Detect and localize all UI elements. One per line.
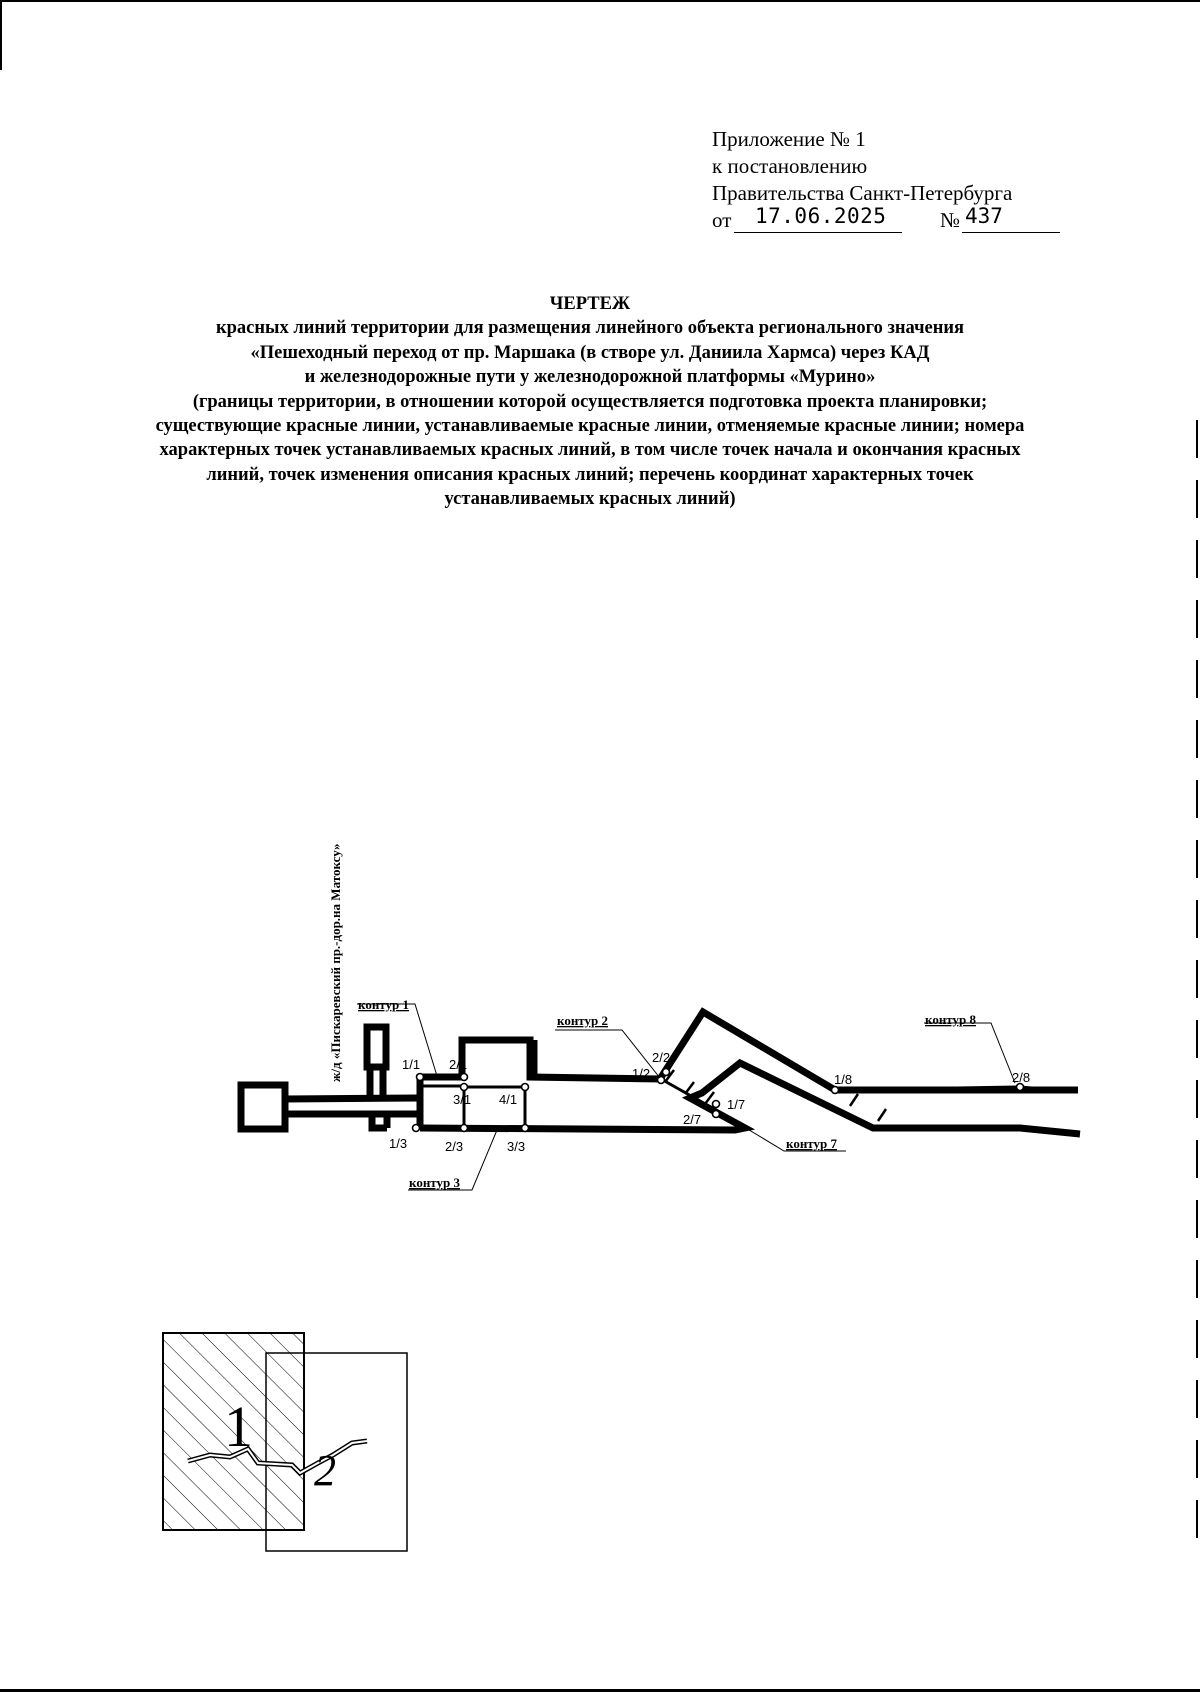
label-point-2-7: 2/7 — [683, 1112, 701, 1127]
cancelled-line-ticks — [664, 1069, 888, 1122]
inner-red-lines — [420, 1077, 1079, 1127]
point-3-1 — [459, 1082, 469, 1092]
sheet-1-number: 1 — [224, 1394, 253, 1459]
sheet-index-map: 1 2 — [162, 1332, 408, 1552]
title-line-7: линий, точек изменения описания красных … — [206, 464, 974, 485]
point-1-2 — [656, 1075, 666, 1085]
leader-contour1 — [357, 1003, 438, 1077]
label-point-1-1: 1/1 — [402, 1057, 420, 1072]
south-stub — [368, 1114, 387, 1132]
number-underline — [962, 207, 1060, 233]
document-title: ЧЕРТЕЖ красных линий территории для разм… — [60, 292, 1120, 512]
line-contour2 — [660, 1077, 717, 1112]
title-line-5: существующие красные линии, устанавливае… — [155, 416, 1025, 437]
leader-contour2 — [555, 1029, 661, 1079]
appendix-line-3: Правительства Санкт-Петербурга — [712, 181, 1013, 205]
point-4-1 — [520, 1082, 530, 1092]
characteristic-points — [411, 1067, 1025, 1133]
resolution-date: 17.06.2025 — [755, 204, 887, 228]
label-contour-1: контур 1 — [358, 997, 409, 1012]
appendix-date-row: от 17.06.2025 № 437 — [712, 204, 1062, 234]
territory-boundary — [237, 1007, 1081, 1138]
label-point-3-3: 3/3 — [507, 1139, 525, 1154]
appendix-line-1: Приложение № 1 — [712, 127, 866, 151]
title-line-6: характерных точек устанавливаемых красны… — [159, 440, 1021, 461]
railway-label: ж/д «Пискаревский пр.-дор.на Матоксу» — [328, 843, 343, 1082]
point-3-3 — [520, 1123, 530, 1133]
label-point-4-1: 4/1 — [499, 1092, 517, 1107]
label-contour-3: контур 3 — [409, 1175, 461, 1190]
title-line-8: устанавливаемых красных линий) — [444, 489, 736, 510]
tick — [876, 1108, 888, 1122]
leader-contour7 — [715, 1109, 846, 1152]
appendix-header: Приложение № 1 к постановлению Правитель… — [712, 126, 1062, 234]
point-2-1 — [459, 1072, 469, 1082]
scan-edge-right — [1196, 420, 1198, 1540]
label-contour-7: контур 7 — [786, 1136, 838, 1151]
tick — [848, 1093, 860, 1107]
label-point-1-8: 1/8 — [834, 1072, 852, 1087]
tick — [664, 1069, 675, 1083]
west-block — [237, 1081, 289, 1133]
label-point-2-1: 2/1 — [449, 1057, 467, 1072]
leader-contour8 — [924, 1022, 1016, 1084]
point-2-3 — [459, 1123, 469, 1133]
label-point-1-7: 1/7 — [727, 1097, 745, 1112]
label-contour-2: контур 2 — [557, 1013, 608, 1028]
label-contour-8: контур 8 — [925, 1012, 977, 1027]
west-corridor-top — [284, 1094, 420, 1103]
north-boundary — [420, 1007, 1078, 1094]
date-prefix: от — [712, 208, 732, 232]
label-point-1-3: 1/3 — [389, 1136, 407, 1151]
point-2-8 — [1015, 1082, 1025, 1092]
sheet-index-route-inner — [187, 1440, 368, 1475]
sheet-2-frame — [265, 1352, 408, 1552]
title-line-3: и железнодорожные пути у железнодорожной… — [304, 367, 876, 388]
appendix-line-2: к постановлению — [712, 154, 868, 178]
title-line-1: красных линий территории для размещения … — [215, 318, 965, 339]
point-1-1 — [415, 1072, 425, 1082]
point-1-3 — [411, 1123, 421, 1133]
resolution-number: 437 — [965, 204, 1003, 228]
label-point-3-1: 3/1 — [453, 1092, 471, 1107]
label-point-2-3: 2/3 — [445, 1139, 463, 1154]
label-point-2-8: 2/8 — [1012, 1070, 1030, 1085]
date-underline — [734, 207, 902, 233]
title-line-2: «Пешеходный переход от пр. Маршака (в ст… — [250, 342, 930, 363]
leader-lines — [357, 1003, 1016, 1191]
title-line-4: (границы территории, в отношении которой… — [192, 391, 988, 412]
point-1-7 — [711, 1099, 721, 1109]
leader-contour3 — [408, 1129, 498, 1191]
title-heading: ЧЕРТЕЖ — [549, 294, 631, 314]
tick — [704, 1091, 715, 1105]
north-block — [363, 1023, 390, 1071]
tick — [684, 1081, 695, 1095]
label-point-1-2: 1/2 — [632, 1066, 650, 1081]
sheet-2-number: 2 — [314, 1446, 336, 1495]
point-2-2 — [661, 1067, 671, 1077]
point-1-8 — [830, 1085, 840, 1095]
south-boundary — [419, 1058, 1081, 1138]
label-point-2-2: 2/2 — [652, 1050, 670, 1065]
scan-edge-bottom — [0, 1689, 1200, 1692]
scan-edge-left — [0, 0, 2, 70]
number-prefix: № — [940, 208, 961, 232]
sheet-1-frame — [162, 1332, 305, 1531]
scan-edge-top — [0, 0, 1200, 2]
